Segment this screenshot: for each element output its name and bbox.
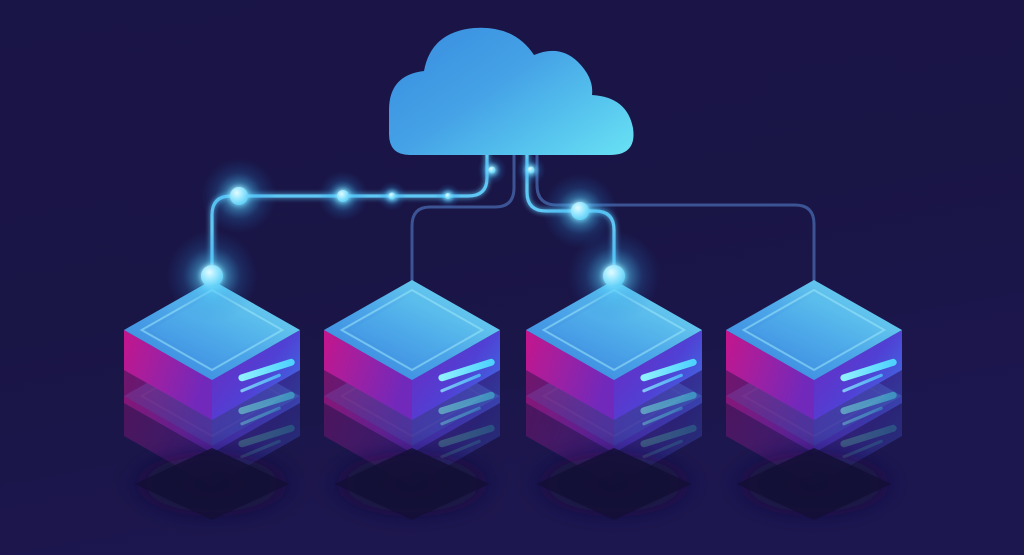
server-led-stripe-secondary bbox=[842, 406, 883, 426]
server-led-stripe bbox=[238, 424, 295, 448]
node-group: Bus node 1 Bus node 2 Bus node 3 Bus node 4… bbox=[165, 155, 661, 323]
server-top-inset-outline bbox=[741, 288, 887, 372]
connection-node[interactable]: Bus node 1 bbox=[201, 158, 277, 234]
server-face-left bbox=[324, 363, 412, 453]
server-face-left bbox=[726, 330, 814, 420]
server-shadow-core bbox=[736, 448, 892, 520]
cloud[interactable] bbox=[389, 27, 634, 155]
server-top-inset-outline bbox=[339, 288, 485, 372]
server-led-stripe bbox=[238, 358, 295, 382]
server-led-stripe bbox=[238, 391, 295, 415]
connection-node[interactable]: Cloud port node 2 bbox=[516, 155, 546, 185]
connection-node[interactable]: Right junction node bbox=[542, 173, 618, 249]
node-core bbox=[201, 265, 223, 287]
server-led-stripe-secondary bbox=[642, 406, 683, 426]
server-top-inset-outline bbox=[139, 288, 285, 372]
server-led-stripe bbox=[438, 358, 495, 382]
server-top-inner-panel bbox=[752, 295, 876, 365]
server-led-stripe bbox=[640, 424, 697, 448]
server-group: Database Server 1 Database Server 2 Databa… bbox=[122, 280, 904, 523]
server-stack[interactable]: Database Server 4 bbox=[724, 445, 904, 523]
server-led-stripe bbox=[438, 391, 495, 415]
server-layer bbox=[324, 280, 500, 420]
server-face-left bbox=[124, 330, 212, 420]
server-shadow-core bbox=[134, 448, 290, 520]
node-core bbox=[388, 192, 396, 200]
server-shadow-core bbox=[334, 448, 490, 520]
cloud-shape bbox=[389, 27, 634, 155]
cable-4 bbox=[535, 148, 816, 302]
node-core bbox=[527, 166, 535, 174]
server-led-stripe bbox=[840, 424, 897, 448]
server-led-stripe bbox=[840, 358, 897, 382]
connection-node[interactable]: Bus node 3 bbox=[377, 181, 407, 211]
server-led-stripe-secondary bbox=[440, 373, 481, 393]
node-core bbox=[445, 193, 451, 199]
server-led-stripe bbox=[640, 358, 697, 382]
connection-node[interactable]: Bus node 2 bbox=[317, 170, 369, 222]
connection-node[interactable]: Server 1 connector node bbox=[165, 229, 259, 323]
server-face-left bbox=[124, 363, 212, 453]
server-led-stripe-secondary bbox=[240, 373, 281, 393]
server-shadow-core bbox=[536, 448, 692, 520]
cable-2 bbox=[410, 148, 516, 302]
connection-node[interactable]: Bus node 4 bbox=[435, 183, 461, 209]
server-stack[interactable]: Database Server 2 bbox=[322, 445, 502, 523]
server-face-left bbox=[726, 363, 814, 453]
server-top-inner-panel bbox=[350, 295, 474, 365]
server-led-stripe bbox=[840, 391, 897, 415]
node-core bbox=[571, 202, 589, 220]
node-core bbox=[603, 265, 625, 287]
node-core bbox=[488, 166, 496, 174]
server-stack[interactable]: Database Server 3 bbox=[524, 445, 704, 523]
server-face-left bbox=[526, 363, 614, 453]
server-led-stripe bbox=[438, 424, 495, 448]
server-led-stripe bbox=[640, 391, 697, 415]
server-layer bbox=[726, 280, 902, 420]
server-led-stripe-secondary bbox=[240, 406, 281, 426]
server-layer bbox=[526, 280, 702, 420]
server-top-inset-outline bbox=[541, 288, 687, 372]
server-face-left bbox=[324, 330, 412, 420]
server-layer bbox=[124, 280, 300, 420]
connection-node[interactable]: Server 3 connector node bbox=[567, 229, 661, 323]
connection-node[interactable]: Cloud port node 1 bbox=[477, 155, 507, 185]
server-face-left bbox=[526, 330, 614, 420]
server-top-inner-panel bbox=[150, 295, 274, 365]
node-core bbox=[230, 187, 248, 205]
server-led-stripe-secondary bbox=[440, 406, 481, 426]
server-led-stripe-secondary bbox=[842, 373, 883, 393]
server-led-stripe-secondary bbox=[642, 373, 683, 393]
node-core bbox=[337, 190, 349, 202]
server-top-inner-panel bbox=[552, 295, 676, 365]
server-stack[interactable]: Database Server 1 bbox=[122, 445, 302, 523]
